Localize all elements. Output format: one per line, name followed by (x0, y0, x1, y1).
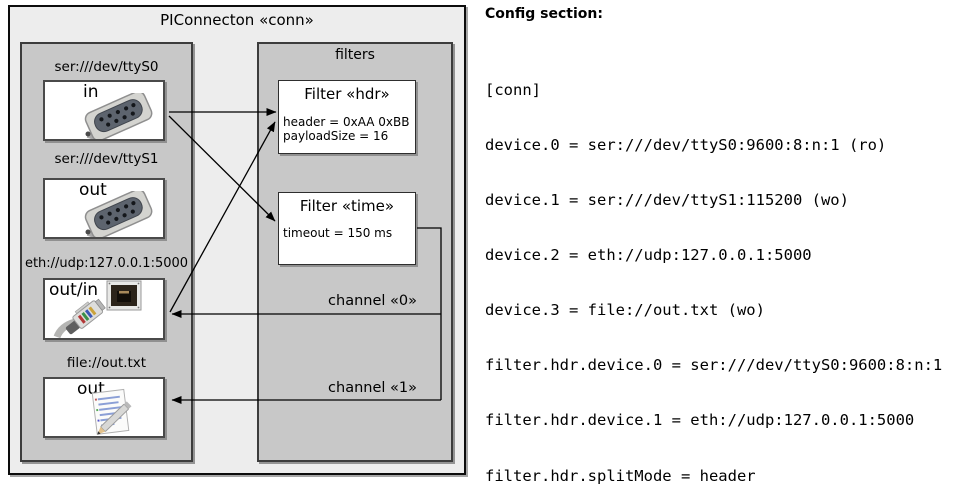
device-url-label: eth://udp:127.0.0.1:5000 (24, 256, 189, 271)
devices-container: ser:///dev/ttyS0 in ser:/// (20, 42, 193, 462)
channel-0-label: channel «0» (328, 293, 417, 309)
serial-connector-icon (84, 93, 153, 139)
device-box-file: out (43, 377, 165, 438)
filter-attribute: timeout = 150 ms (283, 226, 393, 240)
piconnection-diagram: PIConnecton «conn» ser:///dev/ttyS0 in (8, 5, 466, 475)
filters-title: filters (335, 47, 375, 63)
config-line: device.0 = ser:///dev/ttyS0:9600:8:n:1 (… (485, 135, 887, 154)
device-url-label: ser:///dev/ttyS0 (54, 59, 159, 75)
config-line: [conn] (485, 80, 541, 99)
device-url-label: file://out.txt (66, 355, 147, 371)
device-box-ttys0: in (43, 80, 165, 141)
config-line: device.1 = ser:///dev/ttyS1:115200 (wo) (485, 190, 849, 209)
device-box-eth: out/in (43, 278, 165, 340)
config-line: device.3 = file://out.txt (wo) (485, 301, 765, 320)
config-line: filter.hdr.splitMode = header (485, 466, 756, 484)
filter-time-box: Filter «time» timeout = 150 ms (278, 192, 416, 265)
config-heading: Config section: (485, 6, 603, 22)
serial-connector-icon (84, 191, 153, 237)
device-box-ttys1: out (43, 178, 165, 239)
device-mode-label: out (79, 180, 107, 200)
notepad-icon (91, 388, 132, 435)
config-section: Config section: [conn] device.0 = ser://… (485, 0, 964, 484)
channel-1-label: channel «1» (328, 380, 417, 396)
device-mode-label: in (83, 82, 99, 102)
filter-hdr-box: Filter «hdr» header = 0xAA 0xBB payloadS… (278, 80, 416, 154)
filters-container: filters Filter «hdr» header = 0xAA 0xBB … (257, 42, 453, 462)
config-line: filter.hdr.device.1 = eth://udp:127.0.0.… (485, 411, 915, 430)
config-line: device.2 = eth://udp:127.0.0.1:5000 (485, 246, 812, 265)
config-line: filter.hdr.device.0 = ser:///dev/ttyS0:9… (485, 356, 943, 375)
filter-title: Filter «hdr» (304, 85, 390, 103)
config-text: [conn] device.0 = ser:///dev/ttyS0:9600:… (485, 44, 952, 484)
device-mode-label: out/in (49, 280, 99, 300)
device-url-label: ser:///dev/ttyS1 (54, 151, 159, 167)
filter-attribute: header = 0xAA 0xBB (283, 115, 410, 129)
filter-attribute: payloadSize = 16 (283, 129, 389, 143)
ethernet-connector-icon (53, 280, 142, 338)
filter-title: Filter «time» (299, 197, 395, 215)
diagram-title: PIConnecton «conn» (160, 11, 314, 29)
